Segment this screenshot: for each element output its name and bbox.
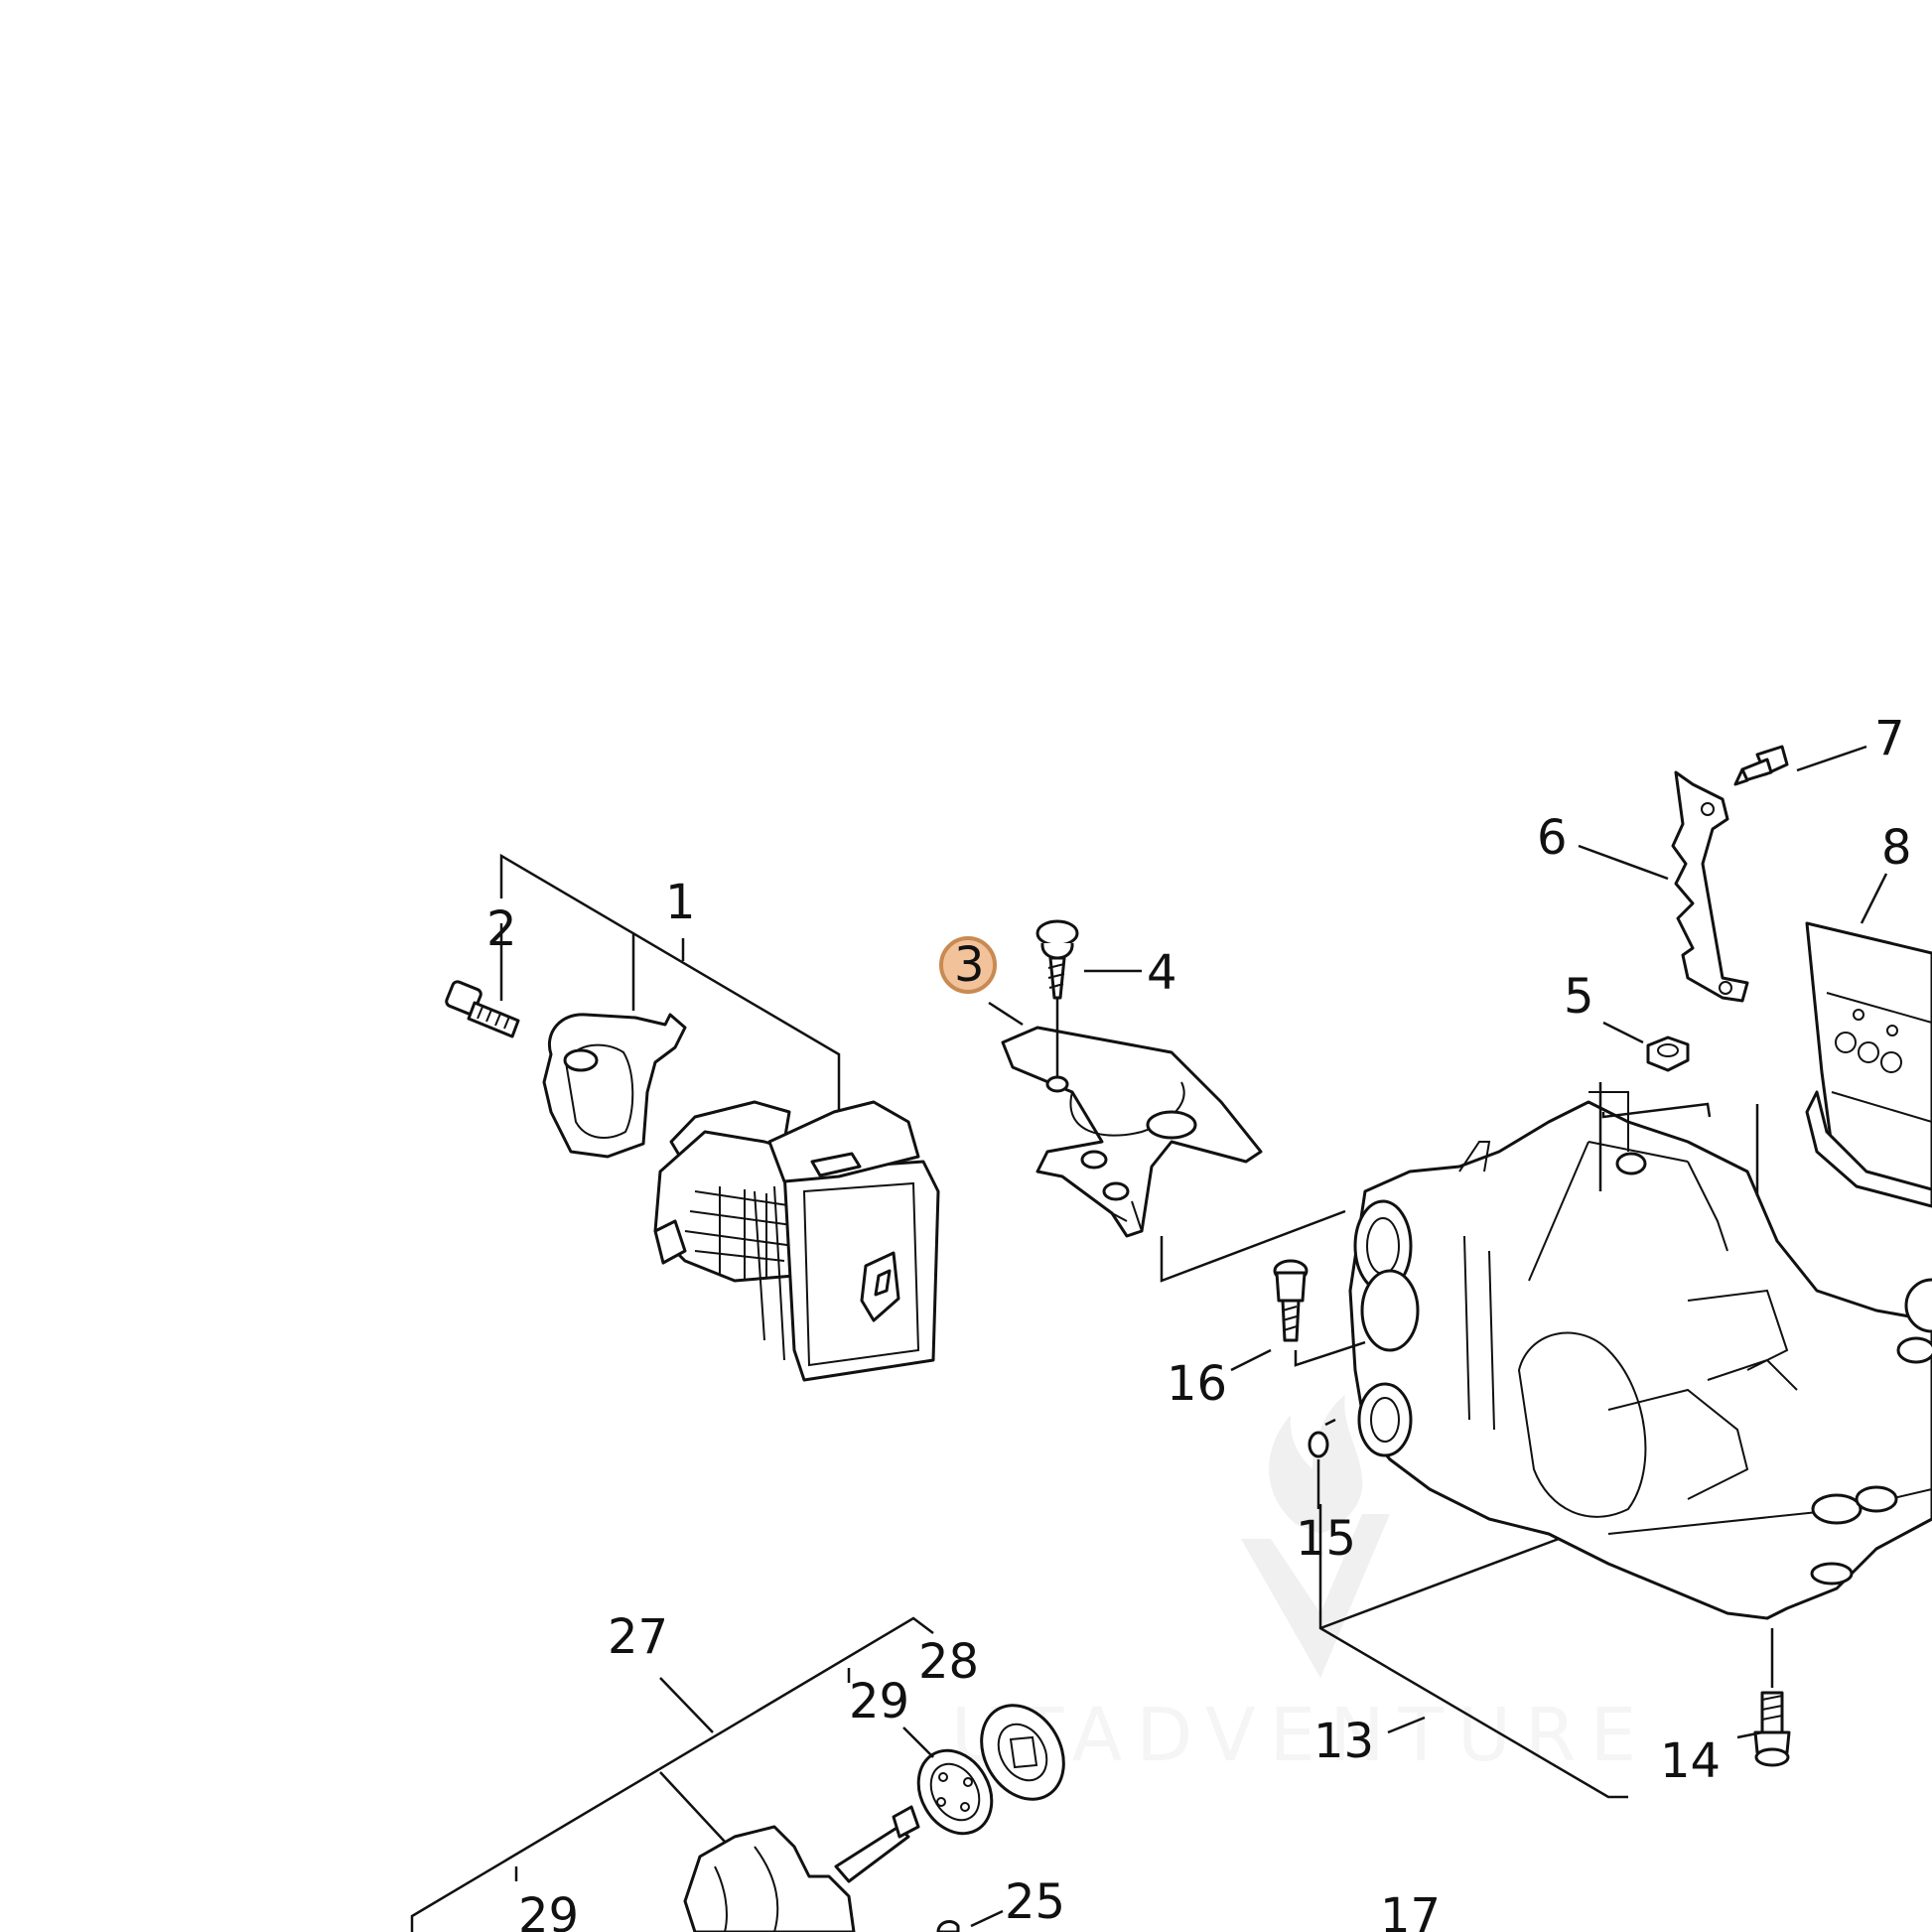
part-labels: 1 2 3 4 5 6 7 8 16 15 13 14 17 27 28 29 … [486, 711, 1912, 1932]
label-8: 8 [1881, 820, 1912, 876]
cylinder-half-cover [542, 1013, 687, 1159]
bearing-29-icon [916, 1748, 994, 1836]
crankcase-13 [1348, 1091, 1932, 1620]
label-2: 2 [486, 901, 517, 957]
label-16: 16 [1167, 1356, 1227, 1412]
highlight-circle-3 [939, 936, 997, 994]
label-27: 27 [608, 1609, 668, 1665]
screw-7-icon [1733, 745, 1789, 786]
part-25-icon [936, 1909, 1004, 1932]
bumper-spike-6 [1671, 770, 1749, 1003]
screw-4-icon [1035, 919, 1079, 1093]
label-5: 5 [1564, 969, 1594, 1025]
cylinder-assembly [445, 853, 940, 1382]
leader-lines [902, 745, 1888, 1758]
label-14: 14 [1660, 1733, 1721, 1789]
o-ring-15-icon [1308, 1431, 1329, 1509]
label-17: 17 [1380, 1888, 1441, 1932]
label-1: 1 [665, 875, 696, 930]
label-15: 15 [1296, 1511, 1356, 1567]
watermark: UTADVENTURE [951, 1395, 1650, 1778]
seal-28-icon [980, 1704, 1065, 1801]
bolt-2-icon [445, 980, 520, 1038]
label-25: 25 [1005, 1874, 1065, 1930]
bolt-16-icon [1273, 1259, 1309, 1342]
crankshaft-icon [683, 1805, 920, 1932]
label-4: 4 [1147, 945, 1177, 1001]
label-3: 3 [954, 937, 985, 993]
label-29-upper: 29 [849, 1674, 909, 1729]
label-13: 13 [1313, 1714, 1374, 1769]
crankcase-bracket [1160, 1082, 1774, 1799]
crankshaft-assembly [410, 1616, 1065, 1932]
watermark-text: UTADVENTURE [951, 1693, 1650, 1778]
nut-5-icon [1646, 1035, 1690, 1072]
label-28: 28 [918, 1634, 979, 1690]
label-29-lower: 29 [518, 1888, 579, 1932]
cover-plate-3 [1001, 1026, 1263, 1238]
label-6: 6 [1537, 810, 1568, 866]
label-7: 7 [1874, 711, 1905, 766]
watermark-logo-icon [1241, 1395, 1390, 1678]
side-plate-8 [1805, 921, 1932, 1208]
bolt-14-icon [1753, 1691, 1791, 1767]
cylinder-body [653, 1100, 940, 1382]
